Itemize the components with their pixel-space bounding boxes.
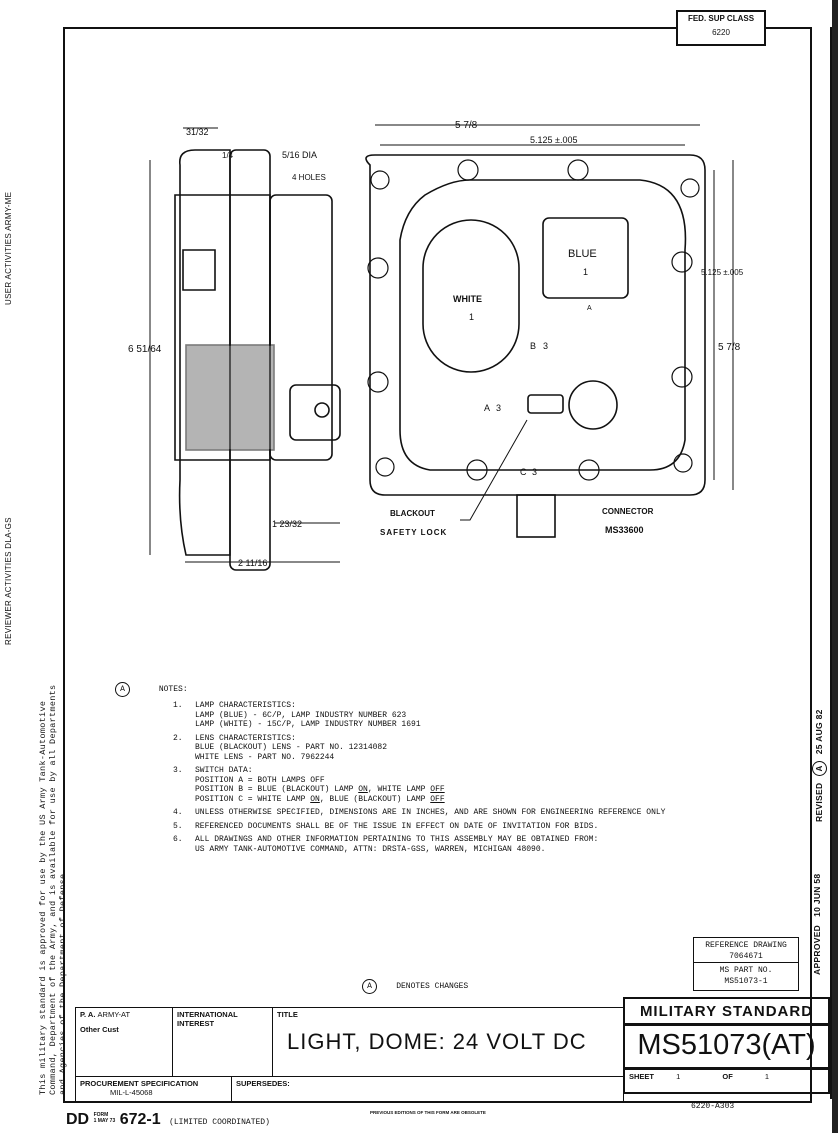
proc-label: PROCUREMENT SPECIFICATION — [80, 1079, 199, 1088]
sheet-number: 1 — [676, 1072, 681, 1081]
front-view: 5 7/8 5.125 ±.005 5.125 ±.005 5 7/8 5/16… — [282, 120, 744, 538]
part-label: MS PART NO. — [719, 966, 773, 975]
intl-interest-box: INTERNATIONAL INTEREST — [172, 1007, 273, 1077]
fed-sup-class-label: FED. SUP CLASS — [687, 14, 755, 23]
form-label: FORM — [93, 1112, 109, 1118]
dim-side-depth: 1 23/32 — [272, 519, 302, 529]
blue-lens — [542, 217, 629, 299]
dim-hole-span-v: 5.125 ±.005 — [701, 268, 744, 277]
safety-lock-label: SAFETY LOCK — [380, 528, 447, 537]
form-code: 6220-A303 — [691, 1102, 735, 1111]
side-view: 6 51/64 31/32 1/4 1 23/32 2 11/16 — [128, 127, 341, 571]
title-label: TITLE — [277, 1010, 298, 1019]
mil-std-label: MILITARY STANDARD — [639, 1003, 814, 1020]
sheet-total: 1 — [764, 1072, 770, 1081]
lens-white-label: WHITE — [453, 294, 482, 304]
note-item: 4.UNLESS OTHERWISE SPECIFIED, DIMENSIONS… — [173, 808, 666, 817]
obsolete-note: PREVIOUS EDITIONS OF THIS FORM ARE OBSOL… — [370, 1110, 486, 1115]
revised-stamp: REVISED A 25 AUG 82 — [812, 709, 827, 822]
supersedes-box: SUPERSEDES: — [231, 1076, 624, 1102]
lens-blue-label: BLUE — [568, 248, 597, 260]
of-label: OF — [722, 1072, 733, 1081]
dd-label: DD — [66, 1111, 90, 1128]
switch-c-label: C — [520, 467, 527, 477]
intl-label: INTERNATIONAL INTEREST — [177, 1010, 238, 1028]
ref-value: 7064671 — [729, 952, 763, 961]
pa-value: ARMY-AT — [97, 1010, 131, 1019]
revised-date: 25 AUG 82 — [814, 709, 824, 755]
mil-std-box: MILITARY STANDARD — [623, 997, 830, 1025]
switch-b-label: B — [530, 341, 536, 351]
note-item: 3.SWITCH DATA: POSITION A = BOTH LAMPS O… — [173, 766, 445, 804]
pa-box: P. A. ARMY-AT Other Cust — [75, 1007, 173, 1077]
std-number-box: MS51073(AT) — [623, 1024, 830, 1069]
changes-legend: A DENOTES CHANGES — [362, 979, 468, 994]
hole-dia: 5/16 DIA — [282, 150, 317, 160]
changes-text: DENOTES CHANGES — [396, 982, 469, 991]
approval-line: and Agencies of the Department of Defens… — [58, 868, 68, 1095]
document-title: LIGHT, DOME: 24 VOLT DC — [287, 1029, 587, 1054]
scan-edge — [832, 0, 838, 1133]
procurement-box: PROCUREMENT SPECIFICATION MIL-L-45068 — [75, 1076, 232, 1102]
revision-strip — [808, 27, 832, 1099]
approved-label: APPROVED — [812, 924, 822, 975]
form-number: 672-1 — [119, 1111, 161, 1128]
dim-side-total: 2 11/16 — [238, 558, 267, 568]
form-date: 1 MAY 73 — [93, 1118, 116, 1124]
fed-sup-class-box: FED. SUP CLASS 6220 — [676, 10, 766, 46]
note-ref: 1 — [583, 267, 588, 277]
change-marker: A — [115, 682, 130, 697]
revision-mark: A — [812, 760, 827, 776]
dim-height-outer: 5 7/8 — [718, 342, 741, 353]
dim-side-height: 6 51/64 — [128, 344, 162, 355]
connector-label: CONNECTOR — [602, 507, 654, 516]
notes-heading: NOTES: — [158, 685, 188, 694]
note-item: 6.ALL DRAWINGS AND OTHER INFORMATION PER… — [173, 835, 599, 854]
change-marker: A — [362, 979, 377, 994]
approved-stamp: APPROVED 10 JUN 58 — [812, 874, 822, 975]
revised-label: REVISED — [814, 782, 824, 822]
dim-width-outer: 5 7/8 — [455, 120, 478, 131]
drawing-frame — [63, 27, 812, 1103]
part-value: MS51073-1 — [724, 977, 768, 986]
note-ref: 3 — [543, 341, 548, 351]
fed-sup-class-value: 6220 — [712, 28, 730, 37]
coordination-note: (LIMITED COORDINATED) — [169, 1118, 270, 1127]
approval-statement: This military standard is approved for u… — [38, 685, 68, 1095]
dim-side-top: 31/32 — [186, 127, 209, 137]
note-ref: 3 — [532, 467, 537, 477]
supersedes-label: SUPERSEDES: — [236, 1079, 290, 1088]
hole-count: 4 HOLES — [292, 173, 326, 182]
reference-box: REFERENCE DRAWING 7064671 MS PART NO. MS51… — [693, 937, 799, 991]
ref-label: REFERENCE DRAWING — [705, 941, 787, 950]
dome-light-drawing: 6 51/64 31/32 1/4 1 23/32 2 11/16 5 7/8 … — [128, 120, 744, 571]
note-ref: 3 — [496, 403, 501, 413]
approval-line: Command, Department of the Army, and is … — [48, 684, 58, 1095]
note-item: 5.REFERENCED DOCUMENTS SHALL BE OF THE I… — [173, 821, 599, 831]
sheet-label: SHEET — [629, 1072, 655, 1081]
dim-side-small: 1/4 — [222, 151, 234, 160]
title-box: TITLE LIGHT, DOME: 24 VOLT DC — [272, 1007, 624, 1077]
note-item: 1.LAMP CHARACTERISTICS: LAMP (BLUE) - 6C… — [173, 701, 421, 729]
approval-line: This military standard is approved for u… — [38, 700, 48, 1095]
sheet-box: SHEET 1 OF 1 — [623, 1068, 830, 1094]
note-item: 2.LENS CHARACTERISTICS: BLUE (BLACKOUT) … — [173, 733, 388, 762]
connector-part: MS33600 — [605, 525, 644, 535]
approved-date: 10 JUN 58 — [812, 873, 822, 917]
std-number: MS51073(AT) — [637, 1029, 816, 1061]
pa-label: P. A. — [80, 1010, 96, 1019]
dim-hole-span-h: 5.125 ±.005 — [530, 135, 577, 145]
white-lens — [422, 219, 520, 373]
blackout-label: BLACKOUT — [390, 509, 435, 518]
change-mark: A — [587, 305, 592, 312]
other-cust: Other Cust — [80, 1025, 119, 1034]
notes-section: A NOTES: 1.LAMP CHARACTERISTICS: LAMP (B… — [115, 682, 665, 854]
note-ref: 1 — [469, 312, 474, 322]
proc-value: MIL-L-45068 — [110, 1088, 153, 1097]
switch-a-label: A — [484, 403, 490, 413]
